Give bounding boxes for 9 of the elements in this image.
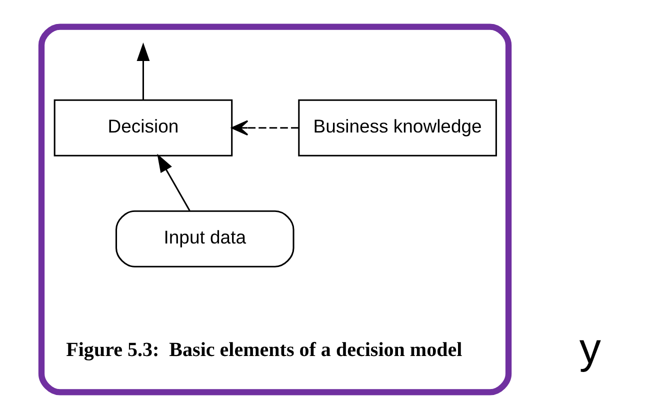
label: y <box>579 324 602 373</box>
arrow <box>157 154 190 212</box>
node-box: Business knowledge <box>298 99 497 156</box>
arrow <box>136 42 150 100</box>
arrow <box>231 120 299 136</box>
node-box: Input data <box>115 210 294 268</box>
cluster <box>38 24 512 396</box>
label: Figure 5.3: Basic elements of a decision model <box>66 338 462 361</box>
node-box: Decision <box>54 99 233 156</box>
